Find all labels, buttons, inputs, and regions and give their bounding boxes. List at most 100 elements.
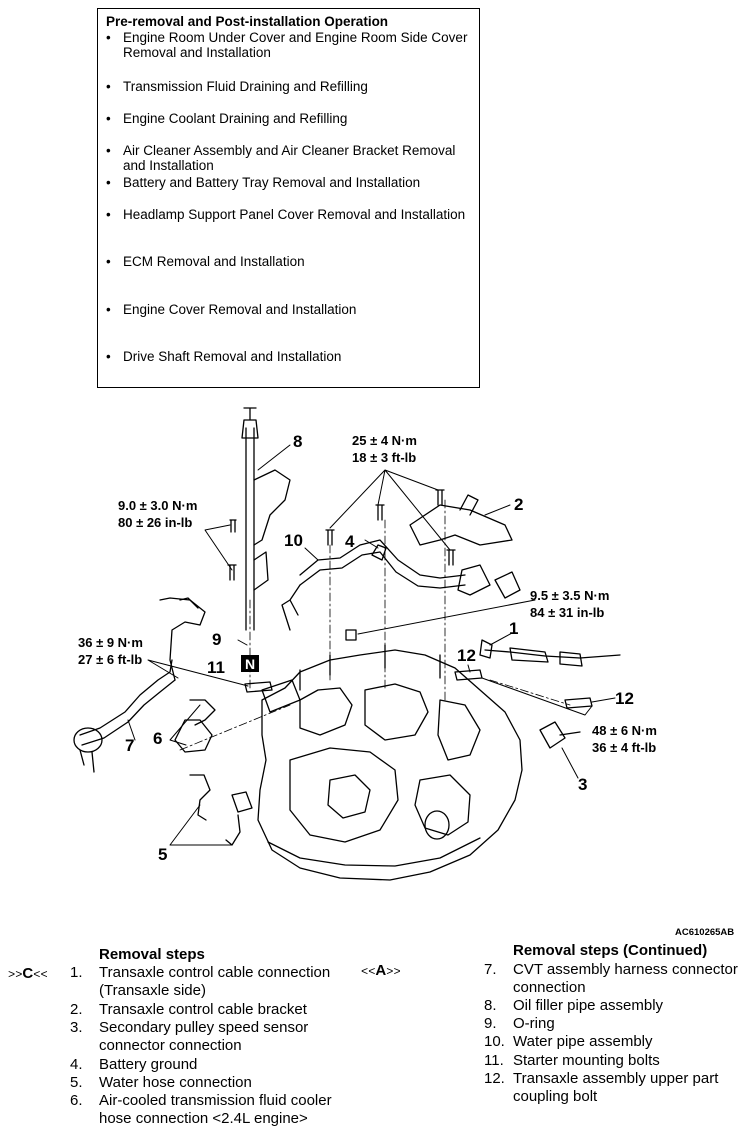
transaxle-exploded-figure: N 8 2 4 10 1 9 11 12 12 6 7 3 5 25 ± 4 N… [73,407,657,881]
torque-48-nm: 48 ± 6 N·m [592,723,657,738]
callout-11: 11 [207,658,225,677]
step-text: Transaxle control cable connection [99,964,331,981]
callout-7: 7 [125,736,134,755]
transaxle-case [257,649,523,881]
pre-removal-item-text: Air Cleaner Assembly and Air Cleaner Bra… [123,143,456,158]
cable-bracket [409,504,513,546]
pre-removal-item: • Battery and Battery Tray Removal and I… [106,175,474,190]
pre-removal-item: • Engine Coolant Draining and Refilling [106,111,474,126]
pre-removal-item-text: Removal and Installation [123,45,271,60]
callout-2: 2 [514,495,523,514]
step-number: 3. [70,1019,83,1036]
torque-27-ftlb: 27 ± 6 ft-lb [78,652,142,667]
step-number: 11. [484,1052,504,1069]
step-text: (Transaxle side) [99,982,206,999]
step-number: 8. [484,997,497,1014]
service-marker-c: >>C<< [8,965,48,982]
marker-letter: C [22,965,34,982]
pre-removal-item: • Engine Room Under Cover and Engine Roo… [106,30,474,60]
torque-18-ftlb: 18 ± 3 ft-lb [352,450,416,465]
step-text: Starter mounting bolts [513,1052,660,1069]
step-number: 9. [484,1015,497,1032]
marker-pre: >> [8,968,23,982]
pre-removal-item-text: Battery and Battery Tray Removal and Ins… [123,175,421,190]
bullet: • [106,30,111,45]
callout-5: 5 [158,845,167,864]
step-text: Transaxle assembly upper part [513,1070,719,1087]
step-number: 5. [70,1074,83,1091]
pre-removal-item-text: ECM Removal and Installation [123,254,305,269]
pre-removal-item-text: Engine Cover Removal and Installation [123,302,357,317]
step-number: 10. [484,1033,505,1050]
step-text: Secondary pulley speed sensor [99,1019,309,1036]
torque-80-inlb: 80 ± 26 in-lb [118,515,192,530]
oil-filler-pipe [241,407,259,631]
callout-8: 8 [293,432,302,451]
callout-1: 1 [509,619,518,638]
torque-9-5-nm: 9.5 ± 3.5 N·m [530,588,609,603]
removal-steps-heading: Removal steps [99,946,205,963]
bullet: • [106,143,111,158]
pre-removal-item-text: Drive Shaft Removal and Installation [123,349,342,364]
n-mark: N [245,656,255,672]
step-text: Water hose connection [99,1074,252,1091]
step-number: 12. [484,1070,505,1087]
figure-code: AC610265AB [675,927,735,938]
callout-10: 10 [284,531,303,550]
bullet: • [106,254,111,269]
control-cable [484,649,621,659]
pre-removal-item: • Engine Cover Removal and Installation [106,302,474,317]
torque-36-ftlb: 36 ± 4 ft-lb [592,740,656,755]
step-text: hose connection <2.4L engine> [99,1110,308,1127]
step-text: connector connection [99,1037,242,1054]
callout-12-upper: 12 [457,646,476,665]
step-text: CVT assembly harness connector [513,961,738,978]
callout-3: 3 [578,775,587,794]
pre-removal-item: • Headlamp Support Panel Cover Removal a… [106,207,474,222]
pre-removal-item: • Drive Shaft Removal and Installation [106,349,474,364]
step-text: Battery ground [99,1056,198,1073]
pre-removal-box: Pre-removal and Post-installation Operat… [97,8,480,388]
step-number: 6. [70,1092,83,1109]
bullet: • [106,349,111,364]
pre-removal-item: • ECM Removal and Installation [106,254,474,269]
bullet: • [106,207,111,222]
step-number: 7. [484,961,497,978]
figure-linework [73,407,621,881]
pre-removal-item-text: Engine Room Under Cover and Engine Room … [123,30,468,45]
step-text: Transaxle control cable bracket [99,1001,307,1018]
n-mark-box [241,655,259,672]
step-text: O-ring [513,1015,555,1032]
harness [79,659,173,736]
pre-removal-item-text: and Installation [123,158,214,173]
marker-letter: A [375,962,387,979]
callout-9: 9 [212,630,221,649]
pre-removal-item-text: Headlamp Support Panel Cover Removal and… [123,207,466,222]
bullet: • [106,175,111,190]
bullet: • [106,302,111,317]
step-number: 2. [70,1001,83,1018]
marker-pre: << [361,965,376,979]
pre-removal-title: Pre-removal and Post-installation Operat… [106,14,389,29]
pre-removal-item-text: Engine Coolant Draining and Refilling [123,111,348,126]
bullet: • [106,79,111,94]
marker-post: << [33,968,48,982]
step-text: Air-cooled transmission fluid cooler [99,1092,332,1109]
service-marker-a: <<A>> [361,962,401,979]
torque-84-inlb: 84 ± 31 in-lb [530,605,604,620]
bullet: • [106,111,111,126]
callout-12-right: 12 [615,689,634,708]
callout-6: 6 [153,729,162,748]
pre-removal-item: • Transmission Fluid Draining and Refill… [106,79,474,94]
torque-36-nm: 36 ± 9 N·m [78,635,143,650]
pre-removal-item-text: Transmission Fluid Draining and Refillin… [123,79,368,94]
callout-4: 4 [345,532,355,551]
step-text: Oil filler pipe assembly [513,997,664,1014]
step-number: 1. [70,964,83,981]
torque-9-nm: 9.0 ± 3.0 N·m [118,498,197,513]
water-pipe [299,539,466,579]
removal-steps-continued-heading: Removal steps (Continued) [513,942,708,959]
pre-removal-item: • Air Cleaner Assembly and Air Cleaner B… [106,143,474,173]
step-number: 4. [70,1056,83,1073]
step-text: connection [513,979,586,996]
